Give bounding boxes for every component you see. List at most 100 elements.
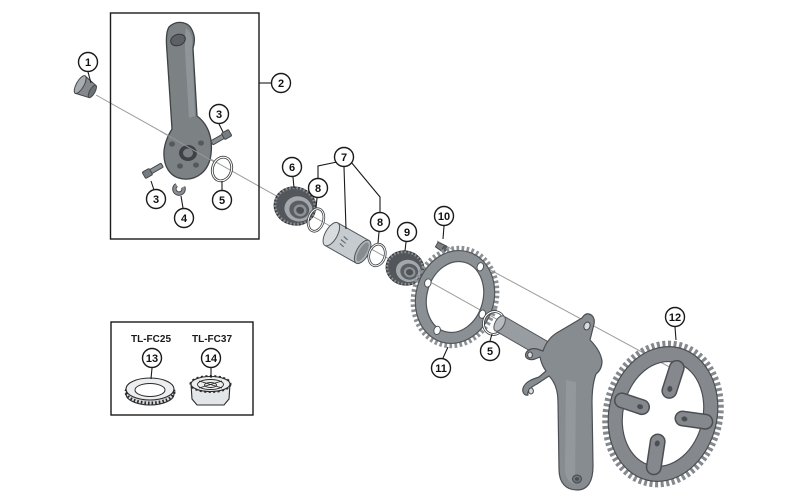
callout-6: 6: [281, 156, 303, 178]
callout-5-right: 5: [479, 340, 501, 362]
o-ring-inner-line: [368, 243, 386, 267]
inner-cover-tube: [322, 221, 372, 265]
right-crank-highlight: [565, 380, 576, 484]
callout-10: 10: [433, 205, 455, 227]
pinch-bolt-upper: [210, 129, 232, 146]
callout-number: 1: [85, 57, 91, 69]
leader-11: [442, 346, 449, 359]
callout-circle: [333, 146, 355, 168]
tab-pin: [667, 385, 673, 392]
cup-bore-inner: [296, 206, 305, 214]
callout-circle: [433, 205, 455, 227]
callout-circle: [173, 207, 195, 229]
tool-tl-fc37: [189, 375, 232, 406]
leader-3b: [150, 180, 155, 191]
crank-cap: [73, 75, 97, 99]
safety-plate-clip: [172, 182, 186, 196]
o-ring: [210, 155, 234, 183]
callout-circle: [664, 306, 686, 328]
o-ring-inner-right: [367, 242, 387, 268]
bracket-7-right: [350, 161, 381, 213]
tool-ring-hole: [134, 383, 166, 397]
callout-circle: [270, 72, 292, 94]
o-ring-left: [210, 155, 234, 183]
tube-left-face: [322, 221, 341, 247]
spider-arm-hole: [583, 321, 591, 331]
tool-ring-slots: [124, 379, 176, 405]
tool-cup-cross: [198, 380, 223, 389]
callout-4: 4: [173, 207, 195, 229]
callout-3-upper: 3: [208, 103, 230, 125]
callout-number: 2: [278, 78, 284, 90]
bracket-7-mid: [343, 166, 347, 230]
bearing-cup-right: [385, 250, 425, 286]
pedal-hole: [170, 33, 186, 47]
tool-label-fc25: TL-FC25: [131, 334, 171, 345]
crank-bolt-hole: [198, 140, 204, 146]
left-crank-arm: [159, 21, 217, 180]
callout-circle: [281, 156, 303, 178]
leader-1: [87, 71, 92, 84]
tab-pin: [654, 440, 660, 447]
tool-tl-fc25: [124, 377, 176, 406]
bolt-head: [221, 129, 232, 140]
pedal-hole-right-inner: [575, 477, 579, 481]
crank-cap-flange: [73, 75, 87, 94]
bolt-head: [142, 168, 153, 179]
leader-13: [150, 367, 153, 380]
callout-circle: [430, 357, 452, 379]
chainring-spider-tabs: [614, 359, 714, 476]
tab-pin: [637, 404, 644, 410]
callout-circle: [77, 51, 99, 73]
chainring-hole: [424, 278, 432, 288]
leader-4: [180, 195, 184, 209]
left-crank-arm-highlight: [185, 28, 195, 118]
spider-boss-hole: [528, 387, 534, 395]
chainring-hole: [433, 325, 441, 335]
callout-3-lower: 3: [145, 188, 167, 210]
leader-9: [404, 241, 407, 252]
tube-markings: [339, 236, 348, 248]
callout-2: 2: [270, 72, 292, 94]
callout-number: 4: [181, 213, 188, 225]
crank-bolt-hole: [169, 141, 175, 147]
leader-5b: [489, 333, 493, 342]
leader-6: [292, 176, 295, 189]
callout-12: 12: [664, 306, 686, 328]
callout-13: 13: [141, 347, 163, 369]
callout-8-right: 8: [369, 211, 391, 233]
callout-circle: [479, 340, 501, 362]
callout-number: 3: [153, 194, 159, 206]
leader-3a: [218, 123, 224, 133]
callout-number: 5: [219, 195, 225, 207]
tools-box-border: [110, 321, 254, 416]
crank-bolt-hole: [193, 162, 199, 168]
callout-circle: [200, 347, 222, 369]
spindle-hole-inner: [183, 148, 193, 158]
bracket-7-left: [317, 161, 338, 179]
crank-bolt-hole: [177, 163, 183, 169]
tube-bore: [356, 242, 369, 262]
callout-circle: [211, 189, 233, 211]
callout-number: 14: [205, 353, 218, 365]
callout-circle: [396, 221, 418, 243]
o-ring-inner-line: [307, 208, 325, 232]
callout-1: 1: [77, 51, 99, 73]
leader-8b: [377, 231, 380, 244]
axis-over-crank: [159, 130, 217, 164]
tools-box: TL-FC25 TL-FC37: [110, 321, 254, 416]
o-ring-inner-line: [211, 156, 233, 182]
callout-circle: [307, 177, 329, 199]
callout-number: 5: [487, 346, 493, 358]
tab-pin: [681, 416, 688, 422]
chainring-hole: [476, 262, 485, 272]
callout-9: 9: [396, 221, 418, 243]
chainring-band: [414, 249, 496, 345]
leader-10: [442, 225, 445, 240]
pinch-bolt-lower: [142, 162, 164, 179]
large-chainring: [602, 340, 724, 488]
callout-number: 7: [341, 152, 347, 164]
callout-number: 9: [404, 227, 410, 239]
